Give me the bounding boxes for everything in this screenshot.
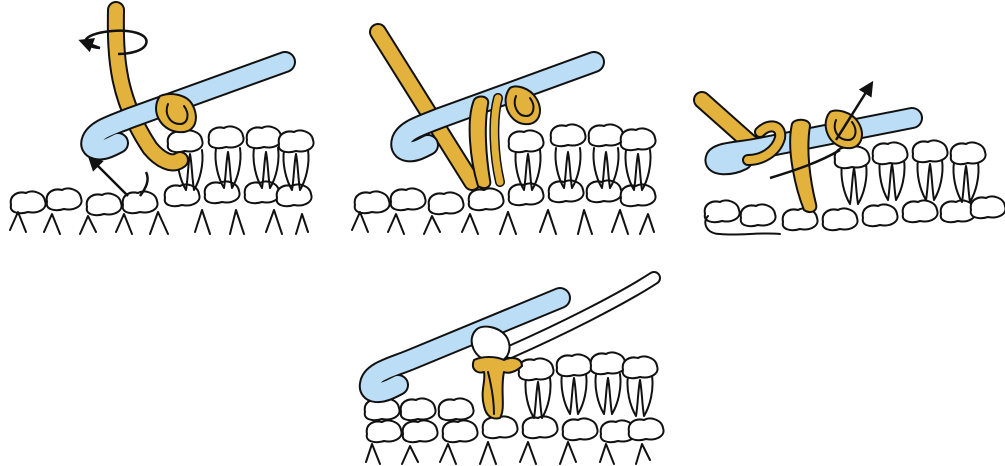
panel-step-4 <box>365 278 664 464</box>
fabric-upper-row <box>519 352 658 418</box>
panel-step-1 <box>10 10 314 234</box>
insert-arrow-icon <box>92 160 128 196</box>
fabric-base-row <box>365 398 664 464</box>
fabric-base-row <box>10 181 312 234</box>
fabric-upper-row <box>168 126 314 190</box>
yarn-loop <box>473 357 522 419</box>
panel-step-2 <box>352 32 656 234</box>
fabric-base-row <box>705 196 1005 234</box>
fabric-upper-row <box>509 124 656 190</box>
panel-step-3 <box>702 86 1005 235</box>
fabric-upper-row <box>835 140 986 204</box>
